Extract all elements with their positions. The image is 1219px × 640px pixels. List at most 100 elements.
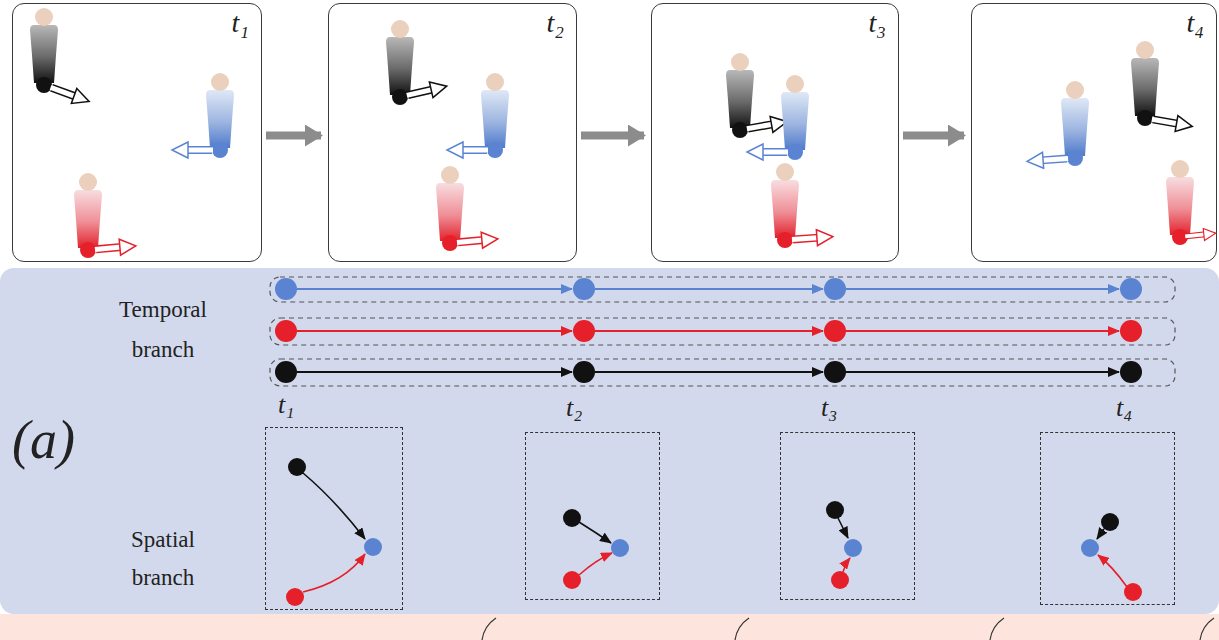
bracket-stroke: [482, 618, 496, 640]
time-label: t₄: [1158, 6, 1204, 40]
time-label: t₁: [278, 388, 322, 422]
next-panel-strip: [0, 614, 1219, 640]
time-label: t₂: [566, 391, 610, 425]
branch-label: Spatial branch: [103, 521, 223, 597]
agent-dot: [563, 509, 581, 527]
agent-dot: [826, 501, 844, 519]
temporal-link: [846, 371, 1119, 373]
temporal-link: [595, 371, 823, 373]
agent-dot: [1101, 513, 1119, 531]
flow-arrow: [581, 132, 644, 140]
velocity-arrow: [456, 231, 498, 251]
person-figure: [481, 73, 509, 158]
temporal-link: [297, 288, 572, 290]
spatial-link: [1097, 529, 1104, 539]
person-figure: [74, 173, 102, 258]
temporal-link: [297, 330, 572, 332]
agent-dot: [844, 539, 862, 557]
spatial-link: [303, 473, 365, 539]
temporal-row-frame: [270, 318, 1175, 345]
person-figure: [726, 53, 754, 138]
temporal-dots: [275, 278, 1142, 383]
temporal-rows: [270, 277, 1175, 386]
agent-dot: [573, 278, 595, 300]
velocity-arrow: [791, 229, 833, 248]
agent-dot: [1120, 320, 1142, 342]
time-panel: t₃: [651, 3, 899, 262]
branch-label: Temporal branch: [103, 290, 223, 370]
agent-dot: [364, 538, 382, 556]
spatial-links: [303, 473, 1127, 592]
agent-dot: [611, 539, 629, 557]
person-figure: [206, 73, 234, 158]
time-panel: t₁: [12, 3, 262, 262]
agent-dot: [288, 458, 306, 476]
temporal-link: [595, 330, 823, 332]
agent-dot: [1120, 361, 1142, 383]
agent-dot: [824, 320, 846, 342]
agent-dot: [286, 588, 304, 606]
bracket-stroke: [1200, 618, 1214, 640]
agent-dot: [275, 320, 297, 342]
time-panel: t₄: [971, 3, 1217, 262]
time-panel: t₂: [328, 3, 577, 262]
agent-dot: [1120, 278, 1142, 300]
velocity-arrow: [747, 144, 788, 160]
temporal-link: [595, 288, 823, 290]
person-figure: [1166, 160, 1194, 245]
spatial-link: [579, 522, 611, 543]
branch-label: (a): [12, 408, 112, 472]
temporal-links: [297, 289, 1119, 372]
velocity-arrow: [94, 238, 136, 258]
time-label: t₃: [821, 391, 865, 425]
spatial-frame: t₃: [780, 432, 915, 600]
person-figure: [30, 8, 58, 93]
agent-dot: [831, 571, 849, 589]
velocity-arrow: [405, 78, 449, 103]
partial-brackets: [482, 618, 1214, 640]
time-label: t₄: [1116, 391, 1160, 425]
person-figure: [1131, 41, 1159, 126]
temporal-row-frame: [270, 359, 1175, 386]
spatial-link: [579, 553, 612, 575]
agent-dot: [824, 361, 846, 383]
bracket-stroke: [990, 618, 1004, 640]
person-figure: [781, 75, 809, 160]
time-label: t₃: [840, 6, 886, 40]
agent-dot: [563, 571, 581, 589]
velocity-arrow: [1027, 151, 1069, 170]
spatial-link: [843, 558, 850, 572]
spatial-frame: t₂: [525, 432, 660, 600]
agent-dot: [275, 361, 297, 383]
temporal-link: [846, 288, 1119, 290]
person-figure: [771, 163, 799, 248]
velocity-arrow: [447, 142, 488, 158]
flow-arrow: [903, 132, 964, 140]
velocity-arrow: [1185, 227, 1217, 242]
spatial-link: [1098, 555, 1127, 587]
agent-dot: [1081, 539, 1099, 557]
agent-dot: [275, 278, 297, 300]
spatial-dots: [286, 458, 1142, 606]
agent-dot: [1124, 583, 1142, 601]
branch-band: Temporal branch (a) Spatial branch t₁ t₂ t₃ t₄: [0, 268, 1219, 614]
spatial-link: [838, 518, 848, 538]
time-label: t₂: [518, 6, 564, 40]
agent-dot: [573, 361, 595, 383]
spatial-frame: t₄: [1040, 432, 1175, 605]
flow-arrow: [266, 132, 321, 140]
spatial-frame: t₁: [265, 427, 403, 610]
velocity-arrow: [172, 142, 213, 158]
person-figure: [1061, 81, 1089, 166]
temporal-link: [297, 371, 572, 373]
person-figure: [386, 20, 414, 105]
person-figure: [436, 166, 464, 251]
spatial-link: [303, 554, 365, 592]
time-label: t₁: [203, 6, 249, 40]
bracket-stroke: [735, 618, 749, 640]
velocity-arrow: [746, 114, 789, 137]
temporal-link: [846, 330, 1119, 332]
agent-dot: [824, 278, 846, 300]
